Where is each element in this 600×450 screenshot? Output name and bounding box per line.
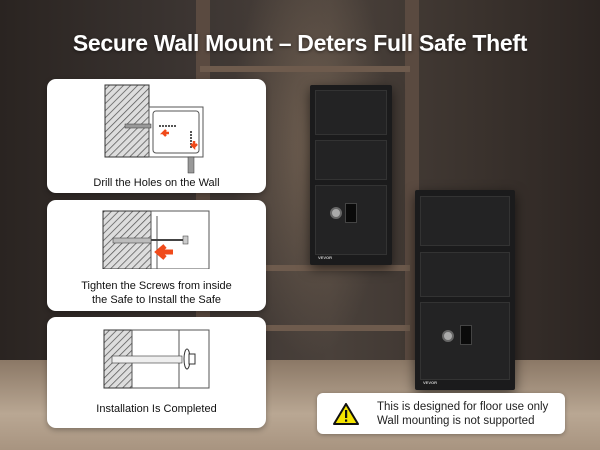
brand-logo: VEVOR [318,255,333,260]
step-card-complete: Installation Is Completed [47,317,266,428]
shelf [200,66,410,72]
warning-triangle-icon [333,402,359,425]
safe-foreground: VEVOR [415,190,515,390]
safe-large-background: VEVOR [310,85,392,265]
shelf [200,265,410,271]
tighten-diagram-icon [102,210,210,269]
step-card-drill: Drill the Holes on the Wall [47,79,266,193]
warning-line-2: Wall mounting is not supported [377,414,535,427]
step-caption: Drill the Holes on the Wall [93,177,220,189]
step-caption: Installation Is Completed [96,403,217,415]
headline: Secure Wall Mount – Deters Full Safe The… [72,30,528,56]
brand-logo: VEVOR [423,380,438,385]
complete-diagram-icon [103,329,210,389]
drill-diagram-icon [104,84,204,174]
warning-line-1: This is designed for floor use only [377,400,549,413]
shelf [200,325,410,331]
